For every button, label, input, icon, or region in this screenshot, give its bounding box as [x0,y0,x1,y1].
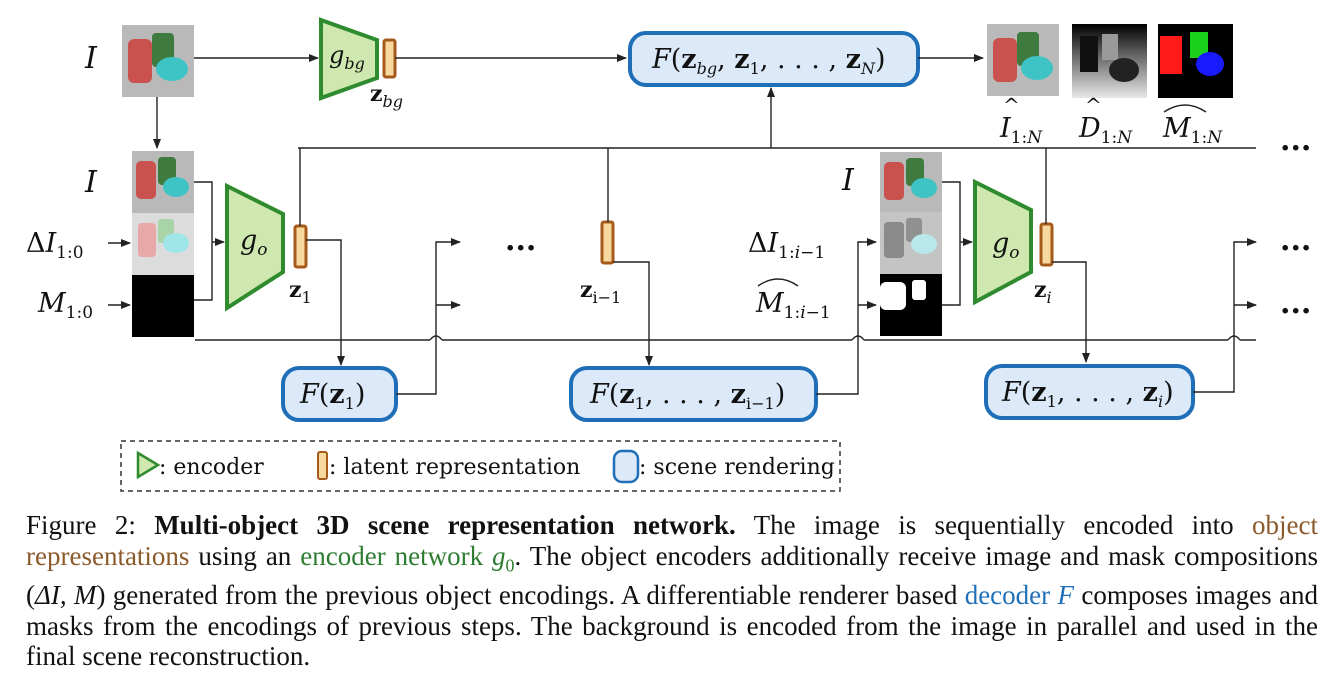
m-hat-1i1-label: M1:i−1 [755,288,831,323]
caption-text-4: ) generated from the previous object enc… [96,580,965,611]
caption-title: Multi-object 3D scene representation net… [154,510,736,540]
first-input-image [132,151,194,213]
arrow-zi1-to-decoder [613,261,653,366]
zi-label: zi [1034,277,1052,307]
figure-caption: Figure 2: Multi-object 3D scene represen… [26,510,1318,672]
decoder-i1-label: F(z1, . . . , zi−1) [589,379,785,413]
output-mask-label: M1:N [1162,113,1223,148]
zi1-label: zi−1 [580,277,621,307]
legend-scene-icon [612,449,640,484]
arrow-deci1-to-delta [816,238,877,395]
caption-delta: ΔI, M [35,580,97,611]
caption-object-representations: object representations [26,510,1318,571]
input-image-label: I [84,41,98,76]
legend-box [120,440,841,492]
i-label-first: I [84,165,98,200]
object-encoder-icon-first [225,182,285,312]
caption-decoder-f: F [1057,580,1075,611]
zbg-latent-icon [382,38,397,79]
m-hat-1i1-hat [757,278,799,287]
legend-encoder-label: : encoder [159,455,264,480]
legend-latent-label: : latent representation [329,455,580,480]
caption-encoder-network: encoder network g0 [300,540,515,575]
delta-i-10-label: ΔI1:0 [26,228,84,263]
decoder-1-label: F(z1) [299,379,365,413]
z1-label: z1 [289,277,312,307]
top-ellipsis: ... [1280,123,1311,158]
caption-decoder: decoder F [965,580,1074,610]
final-decoder-box [628,31,920,87]
object-encoder-icon-ith [973,178,1033,306]
ith-input-image [880,152,942,214]
decoder-i-label: F(z1, . . . , zi) [1001,377,1174,411]
caption-g: g [492,540,506,571]
background-encoder-icon [319,17,379,101]
caption-text-1: The image is sequentially encoded into [735,510,1253,540]
m-10-label: M1:0 [37,288,93,323]
output-depth-label: D1:N [1078,113,1133,148]
zbg-label: zbg [370,81,403,111]
ith-mask-image [880,274,942,336]
right-ellipsis-bottom: ... [1280,286,1311,321]
output-image-label: I1:N [999,113,1043,148]
output-mask-hat [1163,104,1207,113]
zi-latent-icon [1039,222,1054,267]
final-decoder-label: F(zbg, z1, . . . , zN) [651,44,886,78]
arrow-z1-to-decoder [306,239,345,366]
caption-decoder-word: decoder [964,580,1058,611]
legend-latent-icon [317,451,328,480]
arrow-deci-to-delta [1193,238,1257,393]
legend-scene-label: : scene rendering [639,455,835,480]
i-label-ith: I [841,163,855,198]
ith-delta-image [880,212,942,274]
first-delta-image [132,213,194,275]
caption-g0-sub: 0 [505,554,515,575]
middle-ellipsis: ... [505,223,536,258]
bracket-ith-inputs [942,181,961,306]
right-ellipsis-top: ... [1280,223,1311,258]
output-image-hat: ^ [1003,93,1020,117]
output-mask-thumb [1158,24,1233,98]
bracket-first-inputs [194,181,213,301]
zi1-latent-icon [600,220,615,265]
arrow-dec1-to-delta [396,238,461,395]
caption-text-5: composes images and masks from the encod… [26,580,1318,672]
legend-encoder-icon [136,450,161,480]
first-mask-image [132,275,194,337]
output-depth-hat: ^ [1085,93,1102,117]
input-image-thumb [122,25,194,97]
caption-text-2: using an [189,540,301,571]
caption-encoder-network-text: encoder network [300,540,493,571]
caption-prefix: Figure 2: [26,510,155,540]
arrow-zi-to-decoder [1052,261,1090,363]
output-depth-thumb [1072,24,1147,98]
caption-g0: g0 [492,540,515,575]
output-image-thumb [987,24,1059,96]
caption-text-3: . The object encoders additionally recei… [26,540,1318,611]
z1-latent-icon [293,224,308,269]
delta-i-1i1-label: ΔI1:i−1 [748,228,825,263]
